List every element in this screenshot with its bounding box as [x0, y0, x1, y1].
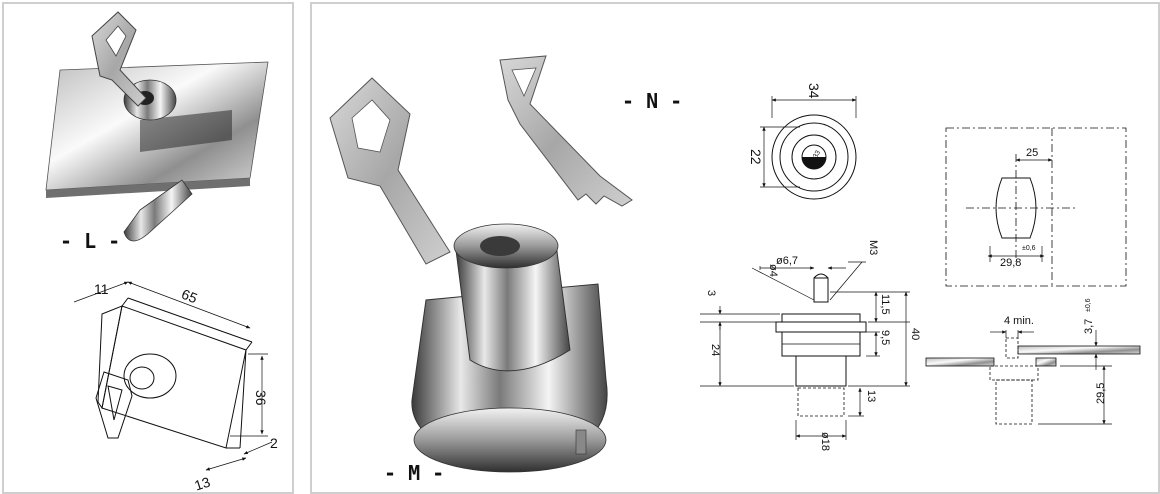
- lock-m-photo: [329, 77, 608, 473]
- dim-36: 36: [253, 390, 269, 406]
- dim-d6-7: ø6,7: [776, 255, 798, 267]
- dim-24: 24: [709, 344, 721, 356]
- dim-3-7: 3,7: [1083, 319, 1095, 334]
- dim-9-5: 9,5: [879, 330, 891, 345]
- dim-4-min: 4 min.: [1004, 315, 1034, 327]
- dim-m3: M3: [867, 240, 879, 255]
- label-m: - M -: [384, 461, 444, 485]
- front-view-drawing: [760, 96, 857, 200]
- lock-l-line-drawing: [95, 297, 253, 449]
- dim-34: 34: [806, 83, 822, 99]
- dim-d18: ø18: [819, 432, 831, 451]
- tol-install: ±0,6: [1085, 298, 1092, 312]
- dim-d4: ø4: [767, 264, 779, 277]
- dim-22: 22: [748, 149, 764, 165]
- label-l: - L -: [60, 229, 120, 253]
- lock-l-photo: [45, 11, 269, 242]
- installation-section-drawing: [925, 330, 1141, 425]
- dimensions-l: 11 65 36 2 13: [73, 281, 278, 494]
- dim-3: 3: [705, 290, 717, 296]
- dim-2: 2: [270, 435, 278, 451]
- tol-cutout: ±0,6: [1022, 245, 1036, 252]
- dim-13: 13: [192, 474, 212, 494]
- dim-25: 25: [1026, 147, 1038, 159]
- dim-11: 11: [94, 281, 109, 297]
- dim-29-8: 29,8: [1000, 257, 1021, 269]
- key-n-photo: [499, 55, 633, 207]
- cutout-template-drawing: [945, 127, 1127, 287]
- dim-65: 65: [179, 286, 200, 307]
- dim-40: 40: [909, 328, 921, 340]
- side-view-drawing: [700, 261, 910, 440]
- label-n: - N -: [622, 89, 682, 113]
- dim-13-side: 13: [865, 390, 877, 402]
- dim-11-5: 11,5: [879, 294, 891, 315]
- dim-29-5: 29,5: [1095, 383, 1107, 404]
